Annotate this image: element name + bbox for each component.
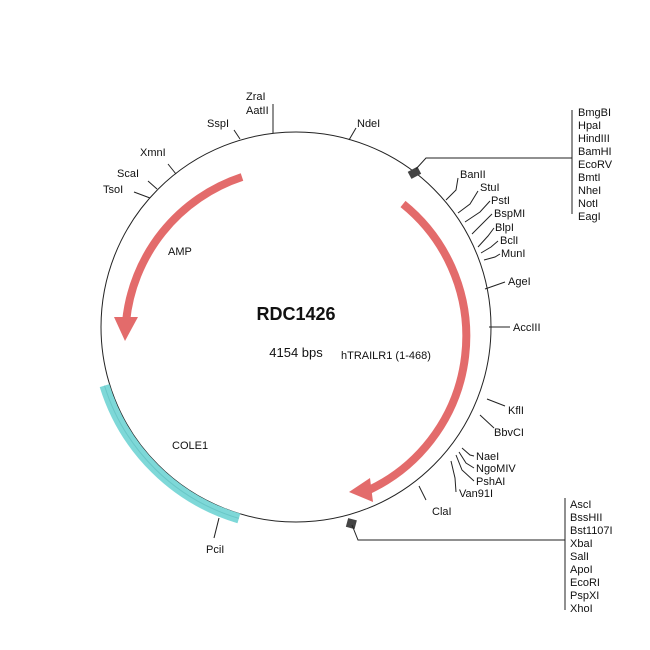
leader-pshai: [455, 454, 475, 482]
site-label-clai: ClaI: [432, 506, 452, 518]
feature-label-htrailr1: hTRAILR1 (1-468): [341, 350, 431, 362]
site-label-muni: MunI: [501, 248, 525, 260]
leader-psti: [464, 200, 491, 223]
site-label-stui: StuI: [480, 182, 500, 194]
leader-stui: [457, 190, 479, 214]
mcs2-label: SalI: [570, 551, 589, 563]
tick-kfli: [486, 398, 506, 407]
mcs1-label-stack: BmgBI HpaI HindIII BamHI EcoRV BmtI NheI…: [578, 107, 613, 223]
backbone-circle: [100, 131, 492, 523]
leader-banii: [445, 177, 459, 201]
tick-bbvci: [479, 414, 495, 429]
tick-sspi: [233, 129, 241, 140]
tick-ndei: [348, 127, 357, 141]
leader-ngomiv: [458, 451, 475, 469]
amp-arrow-head: [114, 317, 138, 341]
tick-tsoi: [133, 191, 151, 199]
mcs2-label: AscI: [570, 499, 591, 511]
cole1-band: [99, 384, 241, 524]
site-label-zrai: ZraI: [246, 91, 266, 103]
plasmid-name: RDC1426: [256, 304, 335, 324]
cole1-band-edge: [104, 385, 240, 519]
site-label-bcli: BclI: [500, 235, 518, 247]
site-label-aatii: AatII: [246, 105, 269, 117]
tick-xmni: [167, 163, 177, 175]
site-label-bbvci: BbvCI: [494, 427, 524, 439]
plasmid-size: 4154 bps: [269, 345, 323, 360]
leader-blpi: [477, 227, 495, 248]
mcs1-label: EcoRV: [578, 159, 613, 171]
site-label-scai: ScaI: [117, 168, 139, 180]
mcs1-label: EagI: [578, 211, 601, 223]
tick-agei: [484, 281, 506, 290]
mcs1-label: BmtI: [578, 172, 601, 184]
tick-pcii: [213, 517, 220, 539]
amp-arrow-arc: [122, 173, 244, 323]
mcs2-label: XhoI: [570, 603, 593, 615]
site-label-ngomiv: NgoMIV: [476, 463, 516, 475]
mcs2-label: EcoRI: [570, 577, 600, 589]
site-label-pcii: PciI: [206, 544, 224, 556]
mcs2-label: PspXI: [570, 590, 599, 602]
site-label-xmni: XmnI: [140, 147, 166, 159]
leader-bspmi: [471, 213, 493, 235]
feature-label-cole1: COLE1: [172, 440, 208, 452]
site-label-sspi: SspI: [207, 118, 229, 130]
leader-van91i: [450, 460, 457, 493]
mcs2-label: XbaI: [570, 538, 593, 550]
site-label-psti: PstI: [491, 195, 510, 207]
site-label-acciii: AccIII: [513, 322, 541, 334]
mcs2-block: [345, 518, 357, 530]
site-label-van91i: Van91I: [459, 488, 493, 500]
leader-naei: [461, 447, 475, 457]
site-ticks: [133, 104, 573, 610]
mcs2-label-stack: AscI BssHII Bst1107I XbaI SalI ApoI EcoR…: [570, 499, 613, 615]
mcs1-label: HpaI: [578, 120, 601, 132]
site-label-naei: NaeI: [476, 451, 499, 463]
site-label-tsoi: TsoI: [103, 184, 123, 196]
site-label-ndei: NdeI: [357, 118, 380, 130]
leader-mcs1: [415, 157, 572, 170]
mcs2-label: ApoI: [570, 564, 593, 576]
mcs2-label: BssHII: [570, 512, 602, 524]
mcs1-label: HindIII: [578, 133, 610, 145]
leader-mcs2: [351, 524, 565, 541]
site-label-kfli: KflI: [508, 405, 524, 417]
site-label-pshai: PshAI: [476, 476, 505, 488]
leader-bcli: [480, 240, 499, 254]
mcs1-label: BamHI: [578, 146, 612, 158]
mcs1-label: NotI: [578, 198, 598, 210]
htrailr1-arrow-arc: [367, 200, 471, 494]
tick-clai: [418, 485, 427, 501]
leader-muni: [483, 253, 501, 261]
site-label-blpi: BlpI: [495, 222, 514, 234]
feature-label-amp: AMP: [168, 246, 192, 258]
mcs1-block: [407, 166, 422, 179]
mcs1-label: NheI: [578, 185, 601, 197]
htrailr1-arrow-head: [349, 478, 373, 502]
site-label-agei: AgeI: [508, 276, 531, 288]
site-label-banii: BanII: [460, 169, 486, 181]
site-label-bspmi: BspMI: [494, 208, 525, 220]
mcs1-label: BmgBI: [578, 107, 611, 119]
mcs2-label: Bst1107I: [570, 525, 613, 537]
tick-scai: [147, 180, 158, 190]
